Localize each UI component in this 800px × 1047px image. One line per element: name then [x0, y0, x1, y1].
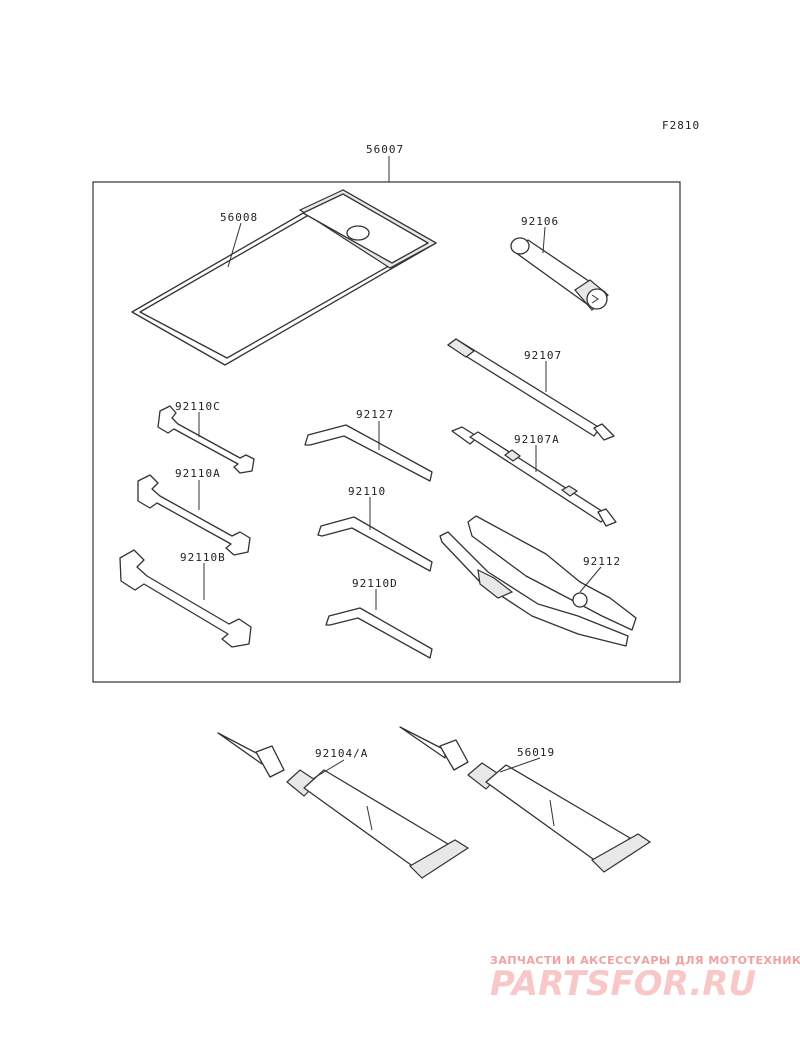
figure-code: F2810 [662, 119, 700, 132]
label-92107A: 92107A [514, 433, 560, 446]
watermark: ЗАПЧАСТИ И АКСЕССУАРЫ ДЛЯ МОТОТЕХНИКИ PA… [490, 954, 800, 1004]
flat-screwdriver[interactable]: 92107A [451, 426, 617, 527]
label-56007: 56007 [366, 143, 404, 156]
hex-key-92127[interactable]: 92127 [304, 408, 433, 482]
label-56008: 56008 [220, 211, 258, 224]
label-92127: 92127 [356, 408, 394, 421]
watermark-logo: PARTSFOR.RU [490, 964, 756, 1004]
grease-tube-left[interactable]: 92104/A [217, 732, 470, 879]
label-92110A: 92110A [175, 467, 221, 480]
hex-key-92110[interactable]: 92110 [317, 485, 433, 572]
plug-socket[interactable]: 92106 [510, 215, 609, 311]
label-92110C: 92110C [175, 400, 221, 413]
label-92110B: 92110B [180, 551, 226, 564]
wrench-92110a[interactable]: 92110A [137, 467, 251, 556]
label-92106: 92106 [521, 215, 559, 228]
label-92107: 92107 [524, 349, 562, 362]
label-92110D: 92110D [352, 577, 398, 590]
tool-case[interactable]: 56008 [131, 189, 438, 366]
grease-tube-right[interactable]: 56019 [399, 726, 652, 873]
pliers[interactable]: 92112 [439, 515, 637, 647]
watermark-tagline: ЗАПЧАСТИ И АКСЕССУАРЫ ДЛЯ МОТОТЕХНИКИ [490, 954, 800, 967]
label-56019: 56019 [517, 746, 555, 759]
label-92112: 92112 [583, 555, 621, 568]
phillips-screwdriver[interactable]: 92107 [446, 338, 615, 441]
hex-key-92110d[interactable]: 92110D [325, 577, 433, 659]
tool-kit-frame: 56007 [92, 143, 681, 683]
wrench-92110b[interactable]: 92110B [119, 549, 252, 648]
wrench-92110c[interactable]: 92110C [157, 400, 255, 474]
label-92104A: 92104/A [315, 747, 368, 760]
label-92110: 92110 [348, 485, 386, 498]
